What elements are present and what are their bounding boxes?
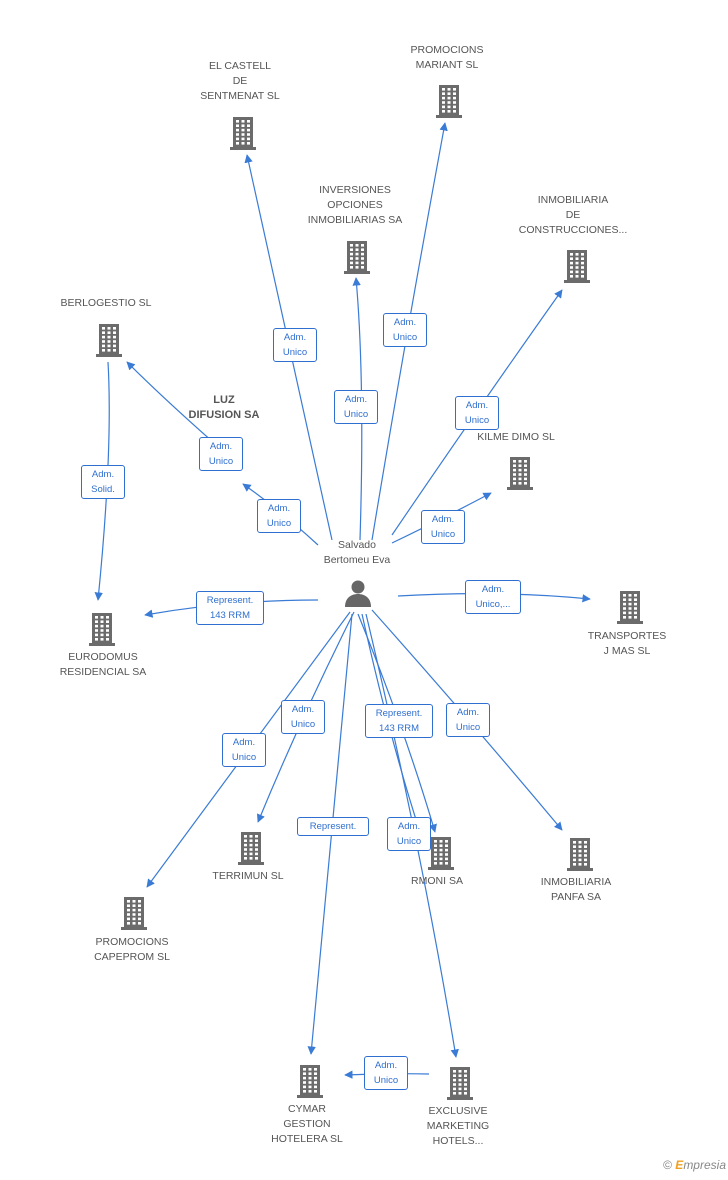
company-label-transportes[interactable]: TRANSPORTES J MAS SL <box>587 630 667 657</box>
edge-label-capeprom[interactable]: Adm. Unico <box>222 733 266 767</box>
person-icon[interactable] <box>343 578 373 608</box>
building-icon[interactable] <box>615 590 645 624</box>
edge-label-mariant[interactable]: Adm. Unico <box>383 313 427 347</box>
building-icon[interactable] <box>87 612 117 646</box>
company-label-capeprom[interactable]: PROMOCIONS CAPEPROM SL <box>94 936 170 963</box>
building-icon[interactable] <box>342 240 372 274</box>
company-label-cymar[interactable]: CYMAR GESTION HOTELERA SL <box>271 1103 343 1145</box>
edge-label-rmoni[interactable]: Adm. Unico <box>387 817 431 851</box>
edge-label-eurodomus[interactable]: Represent. 143 RRM <box>196 591 264 625</box>
edge-label-transportes[interactable]: Adm. Unico,... <box>465 580 521 614</box>
person-name-label[interactable]: Salvado Bertomeu Eva <box>323 539 391 566</box>
brand-logo-rest: mpresia <box>683 1158 726 1172</box>
company-label-terrimun[interactable]: TERRIMUN SL <box>212 870 284 882</box>
edge-label-berlogestio[interactable]: Adm. Unico <box>199 437 243 471</box>
edge-label-panfa[interactable]: Adm. Unico <box>446 703 490 737</box>
building-icon[interactable] <box>94 323 124 357</box>
edge-label-terrimun[interactable]: Adm. Unico <box>281 700 325 734</box>
company-label-rmoni[interactable]: RMONI SA <box>411 875 463 887</box>
building-icon[interactable] <box>505 456 535 490</box>
company-label-mariant[interactable]: PROMOCIONS MARIANT SL <box>410 44 484 71</box>
edge-label-rmoni[interactable]: Represent. 143 RRM <box>365 704 433 738</box>
edge-label-castell[interactable]: Adm. Unico <box>273 328 317 362</box>
company-label-eurodomus[interactable]: EURODOMUS RESIDENCIAL SA <box>59 651 147 678</box>
building-icon[interactable] <box>228 116 258 150</box>
company-label-luz[interactable]: LUZ DIFUSION SA <box>188 394 260 421</box>
building-icon[interactable] <box>565 837 595 871</box>
edge-center-cymar <box>307 613 353 1055</box>
brand-logo-initial: E <box>675 1158 684 1172</box>
company-label-exclusive[interactable]: EXCLUSIVE MARKETING HOTELS... <box>426 1105 490 1147</box>
building-icon[interactable] <box>434 84 464 118</box>
edge-label-eurodomus[interactable]: Adm. Solid. <box>81 465 125 499</box>
building-icon[interactable] <box>236 831 266 865</box>
company-label-castell[interactable]: EL CASTELL DE SENTMENAT SL <box>200 60 280 102</box>
company-label-inversiones[interactable]: INVERSIONES OPCIONES INMOBILIARIAS SA <box>307 184 403 226</box>
edge-label-kilme[interactable]: Adm. Unico <box>421 510 465 544</box>
company-label-construcciones[interactable]: INMOBILIARIA DE CONSTRUCCIONES... <box>518 194 628 236</box>
edge-label-luz[interactable]: Adm. Unico <box>257 499 301 533</box>
edge-label-inversiones[interactable]: Adm. Unico <box>334 390 378 424</box>
building-icon[interactable] <box>445 1066 475 1100</box>
edge-label-cymar[interactable]: Represent. <box>297 817 369 836</box>
edge-label-cymar[interactable]: Adm. Unico <box>364 1056 408 1090</box>
company-label-berlogestio[interactable]: BERLOGESTIO SL <box>60 297 152 309</box>
edge-label-construcciones[interactable]: Adm. Unico <box>455 396 499 430</box>
copyright-symbol: © <box>663 1158 672 1172</box>
company-label-kilme[interactable]: KILME DIMO SL <box>477 431 555 443</box>
copyright-credit: © Empresia <box>663 1158 726 1172</box>
building-icon[interactable] <box>295 1064 325 1098</box>
building-icon[interactable] <box>426 836 456 870</box>
building-icon[interactable] <box>119 896 149 930</box>
building-icon[interactable] <box>562 249 592 283</box>
company-label-panfa[interactable]: INMOBILIARIA PANFA SA <box>540 876 612 903</box>
